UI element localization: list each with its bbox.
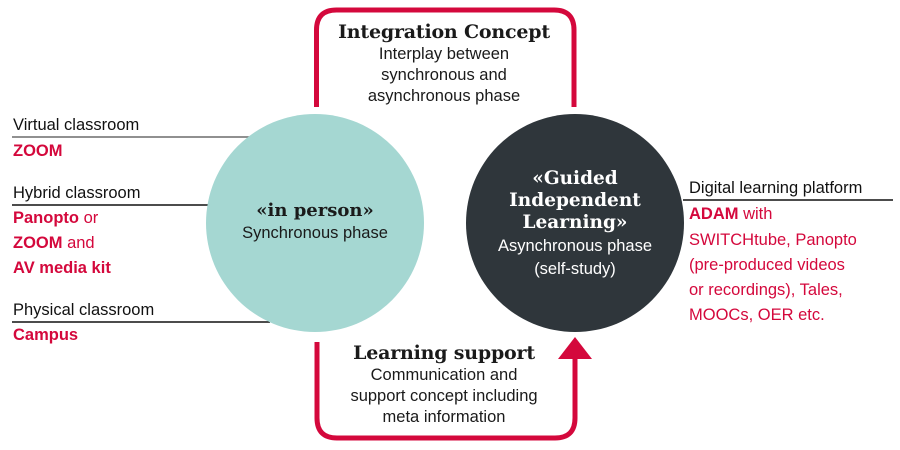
virtual-classroom-tool: ZOOM [13, 142, 63, 160]
learning-support-line-2: support concept including [350, 387, 538, 405]
learning-support-title: Learning support [353, 342, 535, 364]
digital-platform-label: Digital learning platform [689, 179, 863, 197]
hybrid-tool-av-media-kit: AV media kit [13, 259, 111, 277]
hybrid-connector-and: and [62, 234, 95, 252]
hybrid-classroom-label: Hybrid classroom [13, 184, 141, 202]
integration-concept-box: Integration Concept Interplay between sy… [318, 20, 570, 107]
in-person-subtitle: Synchronous phase [242, 224, 388, 242]
guided-learning-title-1: «Guided [532, 168, 618, 189]
digital-platform-adam: ADAM [689, 205, 739, 223]
learning-support-bracket [314, 342, 578, 441]
guided-learning-circle [466, 114, 684, 332]
integration-bracket [314, 7, 577, 107]
integration-concept-line-3: asynchronous phase [367, 87, 521, 105]
digital-platform-line-1: ADAM with [689, 202, 772, 226]
hybrid-classroom-tools-line-3: AV media kit [13, 256, 111, 280]
arrow-up-icon [558, 337, 592, 359]
guided-learning-subtitle-1: Asynchronous phase [497, 237, 653, 255]
digital-platform-with: with [738, 205, 773, 223]
virtual-classroom-label: Virtual classroom [13, 116, 140, 134]
hybrid-tool-panopto: Panopto [13, 209, 79, 227]
hybrid-connector-or: or [79, 209, 99, 227]
learning-support-box: Learning support Communication and suppo… [318, 341, 570, 428]
learning-support-line-1: Communication and [370, 366, 518, 384]
digital-platform-line-2: SWITCHtube, Panopto [689, 231, 857, 249]
guided-learning-title-2: Independent [509, 190, 641, 211]
hybrid-classroom-tools-line-2: ZOOM and [13, 231, 95, 255]
in-person-circle [206, 114, 424, 332]
in-person-label: «in person» Synchronous phase [215, 200, 415, 244]
hybrid-tool-zoom: ZOOM [13, 234, 63, 252]
physical-classroom-label: Physical classroom [13, 301, 155, 319]
integration-concept-title: Integration Concept [338, 21, 550, 43]
integration-concept-line-1: Interplay between [378, 45, 510, 63]
hybrid-classroom-tools-line-1: Panopto or [13, 206, 98, 230]
integration-concept-line-2: synchronous and [381, 66, 507, 84]
in-person-title: «in person» [256, 200, 374, 221]
guided-learning-subtitle-2: (self-study) [534, 260, 616, 278]
physical-classroom-tool: Campus [13, 326, 79, 344]
digital-platform-line-4: or recordings), Tales, [689, 281, 843, 299]
digital-platform-line-5: MOOCs, OER etc. [689, 306, 825, 324]
digital-platform-line-3: (pre-produced videos [689, 256, 845, 274]
learning-support-line-3: meta information [382, 408, 506, 426]
guided-learning-title-3: Learning» [522, 212, 628, 233]
guided-learning-label: «Guided Independent Learning» Asynchrono… [470, 168, 680, 280]
